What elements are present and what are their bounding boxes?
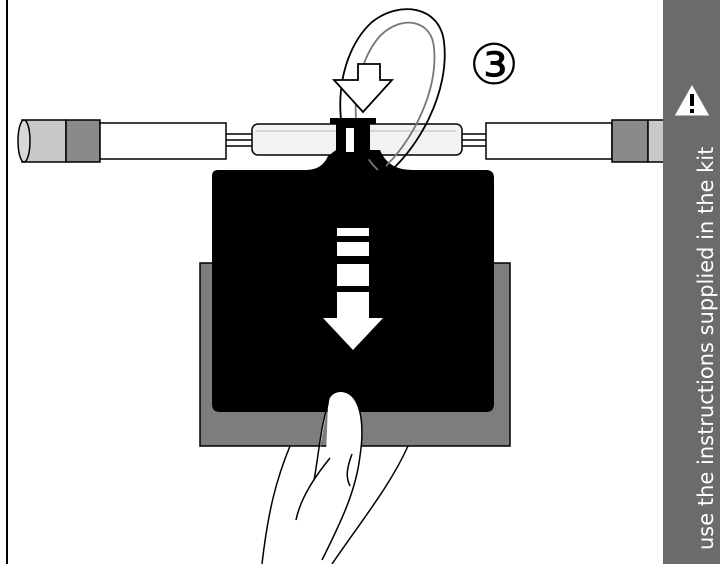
warning-icon — [673, 82, 711, 117]
page-left-border — [6, 0, 8, 564]
cable-tie-clip — [330, 118, 376, 160]
step-number: ③ — [468, 33, 520, 98]
hand — [261, 390, 409, 564]
banner-text: use the instructions supplied in the kit — [694, 146, 718, 550]
pull-down-arrow — [323, 228, 383, 350]
left-cable — [17, 119, 252, 163]
rotation-arrow — [331, 8, 446, 181]
right-cable — [458, 119, 685, 163]
